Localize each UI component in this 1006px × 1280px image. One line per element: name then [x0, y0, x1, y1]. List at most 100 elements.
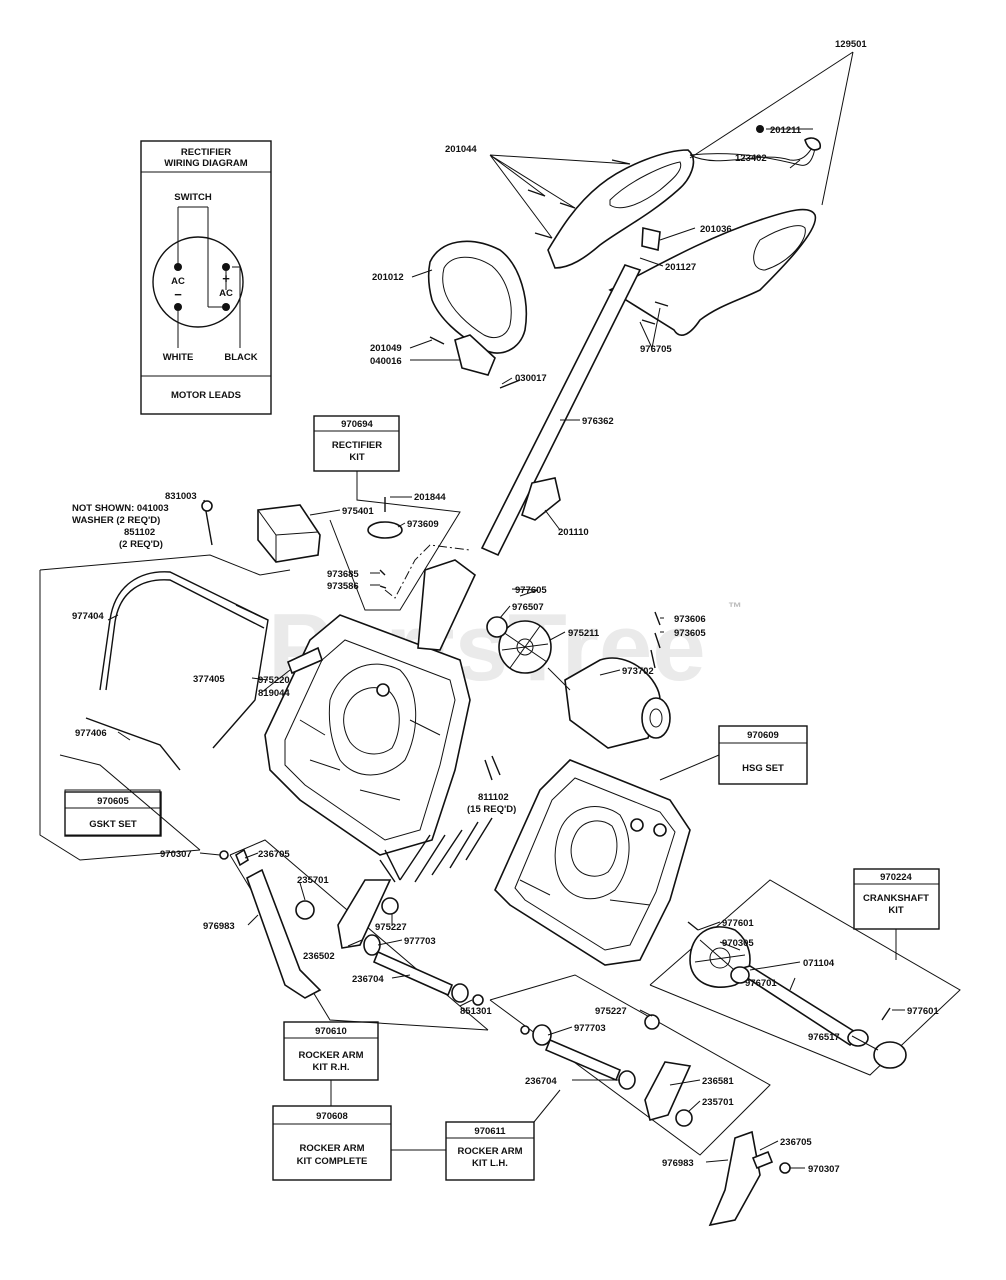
- part-label: 976362: [582, 416, 614, 427]
- wiring-title-2: WIRING DIAGRAM: [164, 158, 247, 169]
- rectifier-kit-parts: [201, 497, 471, 599]
- part-label: 201110: [558, 527, 589, 538]
- rocker-arm-rh-parts: [219, 839, 489, 1031]
- kit-crankshaft-number: 970224: [880, 872, 912, 883]
- part-label: 236704: [525, 1076, 557, 1087]
- part-label: 970305: [722, 938, 754, 949]
- part-label: 976517: [808, 1032, 840, 1043]
- part-label: 975227: [375, 922, 407, 933]
- part-number-labels: 129501 201211 123402 201044 201036 20112…: [72, 39, 939, 1175]
- ac-terminal-right: [222, 303, 230, 311]
- part-label: 040016: [370, 356, 402, 367]
- part-label: 977703: [404, 936, 436, 947]
- part-label: 831003: [165, 491, 197, 502]
- part-label: 819044: [258, 688, 290, 699]
- kit-hsg-number: 970609: [747, 730, 779, 741]
- part-label: 970307: [160, 849, 192, 860]
- kit-rectifier-line1: RECTIFIER: [332, 440, 382, 451]
- kit-rocker-lh-line2: KIT L.H.: [472, 1158, 508, 1169]
- part-label: 977601: [722, 918, 754, 929]
- upper-handle-assembly: [427, 125, 822, 557]
- not-shown-line1: NOT SHOWN: 041003: [72, 503, 169, 514]
- part-label: 201044: [445, 144, 477, 155]
- kit-box-gskt: 970605 GSKT SET: [64, 791, 162, 837]
- wiring-ac-right: AC: [219, 288, 233, 299]
- wiring-switch-label: SWITCH: [174, 192, 212, 203]
- screws-note-line2: (15 REQ'D): [467, 804, 516, 815]
- part-label: 973586: [327, 581, 359, 592]
- part-label: 973606: [674, 614, 706, 625]
- leader-lines: [107, 51, 905, 1169]
- minus-terminal: [174, 303, 182, 311]
- part-label: 973702: [622, 666, 654, 677]
- part-label: 977404: [72, 611, 104, 622]
- motor-and-fan: [417, 559, 671, 749]
- wiring-black: BLACK: [224, 352, 257, 363]
- part-label: 976507: [512, 602, 544, 613]
- not-shown-note: NOT SHOWN: 041003 WASHER (2 REQ'D) 85110…: [72, 503, 169, 550]
- kit-rectifier-line2: KIT: [349, 452, 365, 463]
- kit-rocker-lh-number: 970611: [474, 1126, 506, 1137]
- part-label: 201844: [414, 492, 446, 503]
- crankshaft-kit-parts: [649, 879, 961, 1076]
- part-label: 236704: [352, 974, 384, 985]
- part-label: 975211: [568, 628, 600, 639]
- part-label: 976701: [745, 978, 777, 989]
- kit-hsg-line1: HSG SET: [742, 763, 784, 774]
- kit-box-rocker-rh: 970610 ROCKER ARM KIT R.H.: [283, 1021, 379, 1106]
- kit-rocker-rh-number: 970610: [315, 1026, 347, 1037]
- watermark-tm: ™: [728, 599, 742, 615]
- kit-rocker-rh-line1: ROCKER ARM: [298, 1050, 363, 1061]
- part-label: 201049: [370, 343, 402, 354]
- kit-box-rocker-complete: 970608 ROCKER ARM KIT COMPLETE: [272, 1105, 446, 1181]
- rocker-arm-lh-parts: [489, 974, 791, 1227]
- kit-rocker-complete-number: 970608: [316, 1111, 348, 1122]
- kit-rocker-lh-line1: ROCKER ARM: [457, 1146, 522, 1157]
- part-label: 977703: [574, 1023, 606, 1034]
- wiring-white: WHITE: [163, 352, 194, 363]
- gasket-set-region: [39, 554, 291, 861]
- wiring-footer: MOTOR LEADS: [171, 390, 241, 401]
- kit-rectifier-number: 970694: [341, 419, 373, 430]
- part-label: 977406: [75, 728, 107, 739]
- part-label: 201127: [665, 262, 696, 273]
- part-label: 973605: [674, 628, 706, 639]
- ac-terminal-left: [174, 263, 182, 271]
- wiring-title-1: RECTIFIER: [181, 147, 231, 158]
- rectifier-wiring-diagram: RECTIFIER WIRING DIAGRAM SWITCH AC − + A…: [140, 140, 272, 415]
- housing-screws: [379, 755, 501, 883]
- part-label: 377405: [193, 674, 225, 685]
- part-label: 235701: [297, 875, 329, 886]
- plus-terminal: [222, 263, 230, 271]
- kit-box-hsg: 970609 HSG SET: [659, 725, 808, 785]
- kit-box-rocker-lh: 970611 ROCKER ARM KIT L.H.: [445, 1089, 561, 1181]
- kit-crankshaft-line2: KIT: [888, 905, 904, 916]
- kit-gskt-number: 970605: [97, 796, 129, 807]
- part-label: 976983: [203, 921, 235, 932]
- not-shown-line3: 851102: [124, 527, 155, 538]
- kit-box-rectifier: 970694 RECTIFIER KIT: [313, 415, 461, 611]
- wiring-minus: −: [174, 287, 182, 302]
- part-label: 236502: [303, 951, 335, 962]
- part-label: 977605: [515, 585, 547, 596]
- wiring-ac-left: AC: [171, 276, 185, 287]
- part-label: 976705: [640, 344, 672, 355]
- part-label: 851301: [460, 1006, 492, 1017]
- part-label: 201211: [770, 125, 802, 136]
- part-label: 975227: [595, 1006, 627, 1017]
- part-label: 129501: [835, 39, 867, 50]
- part-label: 201012: [372, 272, 404, 283]
- kit-rocker-rh-line2: KIT R.H.: [313, 1062, 350, 1073]
- part-label: 201036: [700, 224, 732, 235]
- kit-rocker-complete-line2: KIT COMPLETE: [297, 1156, 368, 1167]
- part-label: 975220: [258, 675, 290, 686]
- screws-note: 811102 (15 REQ'D): [467, 792, 516, 815]
- part-label: 030017: [515, 373, 547, 384]
- part-label: 235701: [702, 1097, 734, 1108]
- part-label: 236581: [702, 1076, 734, 1087]
- screws-note-line1: 811102: [478, 792, 509, 803]
- kit-gskt-line1: GSKT SET: [89, 819, 137, 830]
- part-label: 236705: [258, 849, 290, 860]
